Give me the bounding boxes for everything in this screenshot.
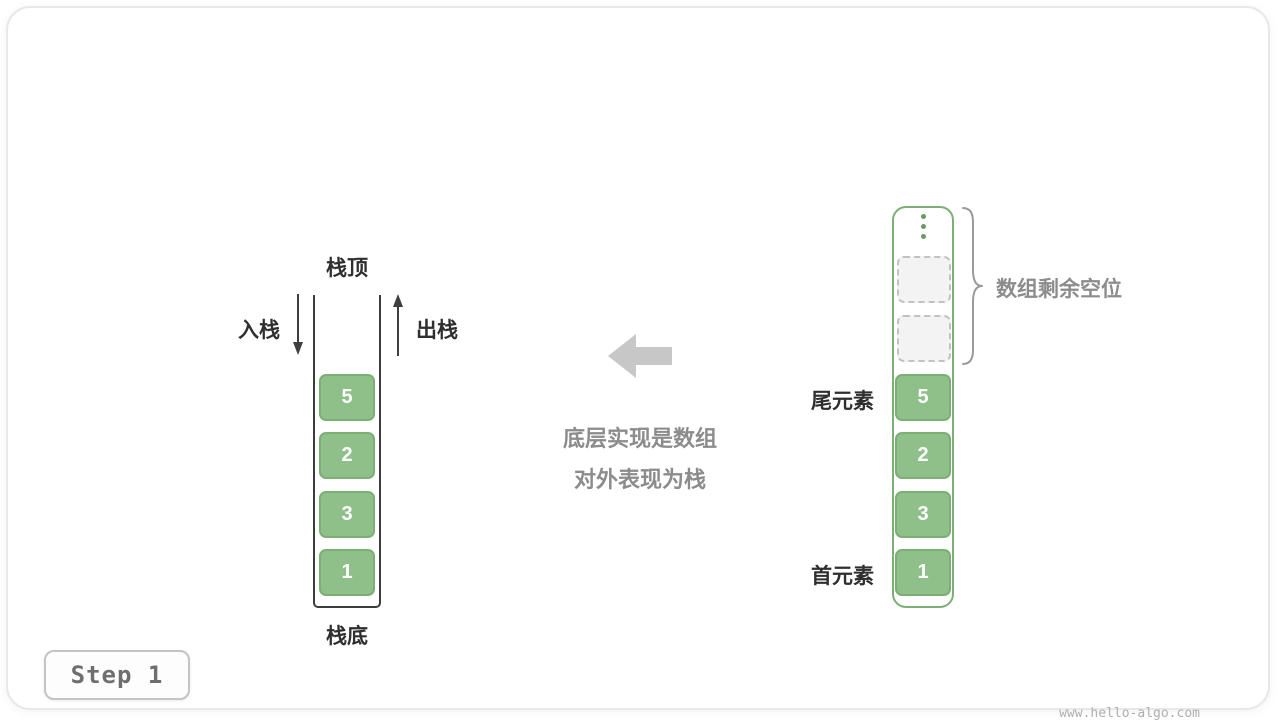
array-empty-slot xyxy=(897,256,951,303)
stack-cell: 5 xyxy=(319,374,375,421)
pop-label: 出栈 xyxy=(416,319,458,342)
array-cell: 3 xyxy=(895,491,951,538)
tail-element-label: 尾元素 xyxy=(811,390,874,413)
stack-bottom-label: 栈底 xyxy=(326,625,368,648)
center-caption: 底层实现是数组 对外表现为栈 xyxy=(510,418,770,500)
array-empty-slot xyxy=(897,315,951,362)
caption-line1: 底层实现是数组 xyxy=(562,426,717,451)
array-cell: 5 xyxy=(895,374,951,421)
stack-cell: 1 xyxy=(319,549,375,596)
caption-line2: 对外表现为栈 xyxy=(573,467,706,492)
watermark: www.hello-algo.com xyxy=(1059,706,1200,721)
array-cell: 2 xyxy=(895,432,951,479)
diagram-card: 栈顶 入栈 出栈 5 2 3 1 栈底 底层实现是数组 对外表现为栈 5 2 3… xyxy=(6,6,1270,721)
stack-container xyxy=(313,295,381,608)
array-cell: 1 xyxy=(895,549,951,596)
push-label: 入栈 xyxy=(238,319,280,342)
pop-arrow-icon xyxy=(393,294,403,356)
stack-cell: 3 xyxy=(319,491,375,538)
remaining-slots-label: 数组剩余空位 xyxy=(996,278,1122,301)
head-element-label: 首元素 xyxy=(811,565,874,588)
block-arrow-left-icon xyxy=(608,334,672,378)
stack-cell: 2 xyxy=(319,432,375,479)
ellipsis-icon xyxy=(892,214,954,239)
push-arrow-icon xyxy=(293,294,303,355)
step-badge: Step 1 xyxy=(44,650,190,700)
stack-top-label: 栈顶 xyxy=(326,257,368,280)
brace-icon xyxy=(962,207,983,365)
